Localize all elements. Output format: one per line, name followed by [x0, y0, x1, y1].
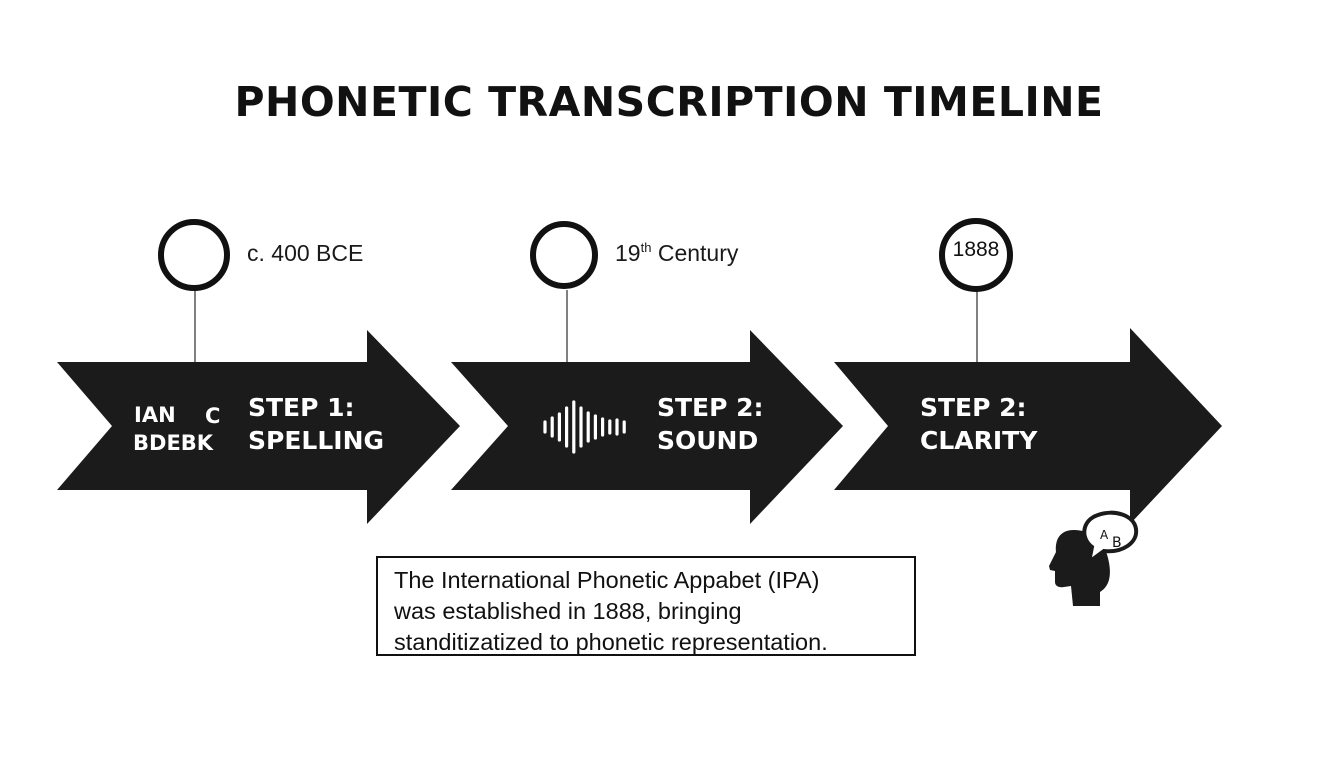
step-label-2: STEP 2: SOUND	[657, 391, 764, 457]
bubble-letter-b: B	[1112, 535, 1122, 551]
step-arrow-3	[834, 328, 1222, 524]
marker-label-2-number: 19	[615, 240, 641, 266]
ipa-note-line-3: standitizatized to phonetic representati…	[394, 629, 828, 655]
sound-wave-icon	[543, 400, 626, 454]
step-1-title: STEP 1:	[248, 393, 355, 422]
jumbled-letters-bottom: BDEBK	[133, 431, 214, 455]
speech-bubble	[1082, 510, 1139, 567]
step-label-3: STEP 2: CLARITY	[920, 391, 1037, 457]
marker-label-1: c. 400 BCE	[247, 240, 364, 266]
timeline-marker-2	[530, 221, 598, 289]
speaking-head-icon: A B	[1049, 510, 1139, 606]
jumbled-letters-top: IAN	[134, 403, 176, 427]
ipa-note-box: The International Phonetic Appabet (IPA)…	[376, 556, 916, 656]
ipa-note-line-1: The International Phonetic Appabet (IPA)	[394, 567, 820, 593]
step-label-1: STEP 1: SPELLING	[248, 391, 384, 457]
marker-label-3: 1888	[952, 238, 1000, 261]
step-2-title: STEP 2:	[657, 393, 764, 422]
diagram-title: PHONETIC TRANSCRIPTION TIMELINE	[234, 78, 1104, 126]
bubble-letter-a: A	[1100, 528, 1109, 542]
marker-label-2-suffix: th	[640, 240, 652, 255]
ipa-note-line-2: was established in 1888, bringing	[394, 598, 742, 624]
marker-label-2: 19th Century	[615, 240, 738, 267]
step-arrow-2	[451, 330, 843, 524]
step-1-name: SPELLING	[248, 426, 385, 455]
marker-label-2-rest: Century	[651, 240, 739, 266]
jumbled-letters-c: C	[205, 404, 220, 428]
step-arrow-1	[57, 330, 460, 524]
step-3-name: CLARITY	[920, 426, 1038, 455]
jumbled-letters-icon: IAN C BDEBK	[133, 403, 220, 455]
timeline-marker-1	[158, 219, 230, 291]
timeline-marker-3	[939, 218, 1013, 292]
step-2-name: SOUND	[657, 426, 759, 455]
step-3-title: STEP 2:	[920, 393, 1027, 422]
